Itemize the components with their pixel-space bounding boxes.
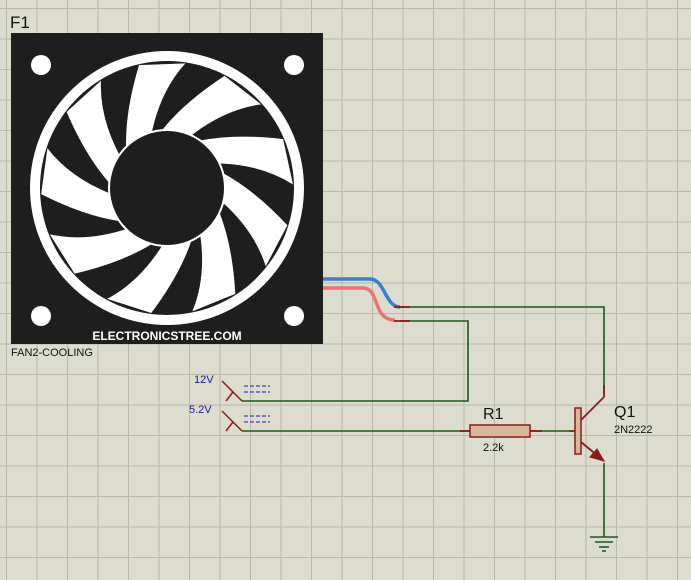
- fan-ref-label: F1: [10, 13, 30, 32]
- fan-model-label: FAN2-COOLING: [11, 347, 93, 359]
- fan-blade: [126, 63, 186, 147]
- fan-mount-hole: [31, 55, 51, 75]
- schematic-wires: [242, 306, 605, 537]
- terminal-arrow: [221, 410, 243, 432]
- fan-blade: [66, 80, 120, 183]
- terminal-arrow: [221, 380, 243, 402]
- fan-blade: [223, 173, 288, 267]
- fan-blade: [200, 136, 293, 185]
- fan-mount-hole: [31, 306, 51, 326]
- input-terminal-12v[interactable]: 12V: [194, 374, 270, 402]
- fan-blades: [41, 63, 293, 314]
- resistor-r1[interactable]: R1 2.2k: [469, 406, 531, 454]
- ground-symbol: [590, 536, 618, 552]
- fan-mount-hole: [284, 55, 304, 75]
- fan-lead-blue: [323, 277, 401, 309]
- fan-hub: [108, 129, 226, 247]
- fan-blade: [107, 240, 192, 314]
- wire-fan-to-12v: [242, 320, 469, 402]
- input-label-12v: 12V: [194, 374, 214, 386]
- fan-brand-label: ELECTRONICSTREE.COM: [92, 329, 241, 343]
- resistor-ref-label: R1: [483, 406, 504, 423]
- transistor-collector: [580, 396, 605, 421]
- input-label-5v: 5.2V: [189, 404, 212, 416]
- fan-lead-red: [323, 286, 396, 322]
- fan-blade: [192, 212, 236, 312]
- transistor-emitter-arrow: [589, 448, 606, 462]
- fan-blade: [49, 229, 152, 274]
- cooling-fan[interactable]: ELECTRONICSTREE.COM: [11, 33, 323, 344]
- transistor-ref-label: Q1: [614, 404, 635, 421]
- resistor-value-label: 2.2k: [483, 442, 504, 454]
- pin-stubs: [394, 306, 542, 432]
- transistor-base-bar: [574, 407, 582, 455]
- resistor-body: [469, 424, 531, 438]
- fan-mount-hole: [284, 306, 304, 326]
- fan-blade: [162, 75, 262, 136]
- input-terminal-5v[interactable]: 5.2V: [189, 404, 270, 432]
- fan-blade: [41, 148, 120, 222]
- wire-fan-to-collector: [400, 306, 605, 393]
- transistor-model-label: 2N2222: [614, 424, 653, 436]
- transistor-q1[interactable]: [569, 385, 606, 462]
